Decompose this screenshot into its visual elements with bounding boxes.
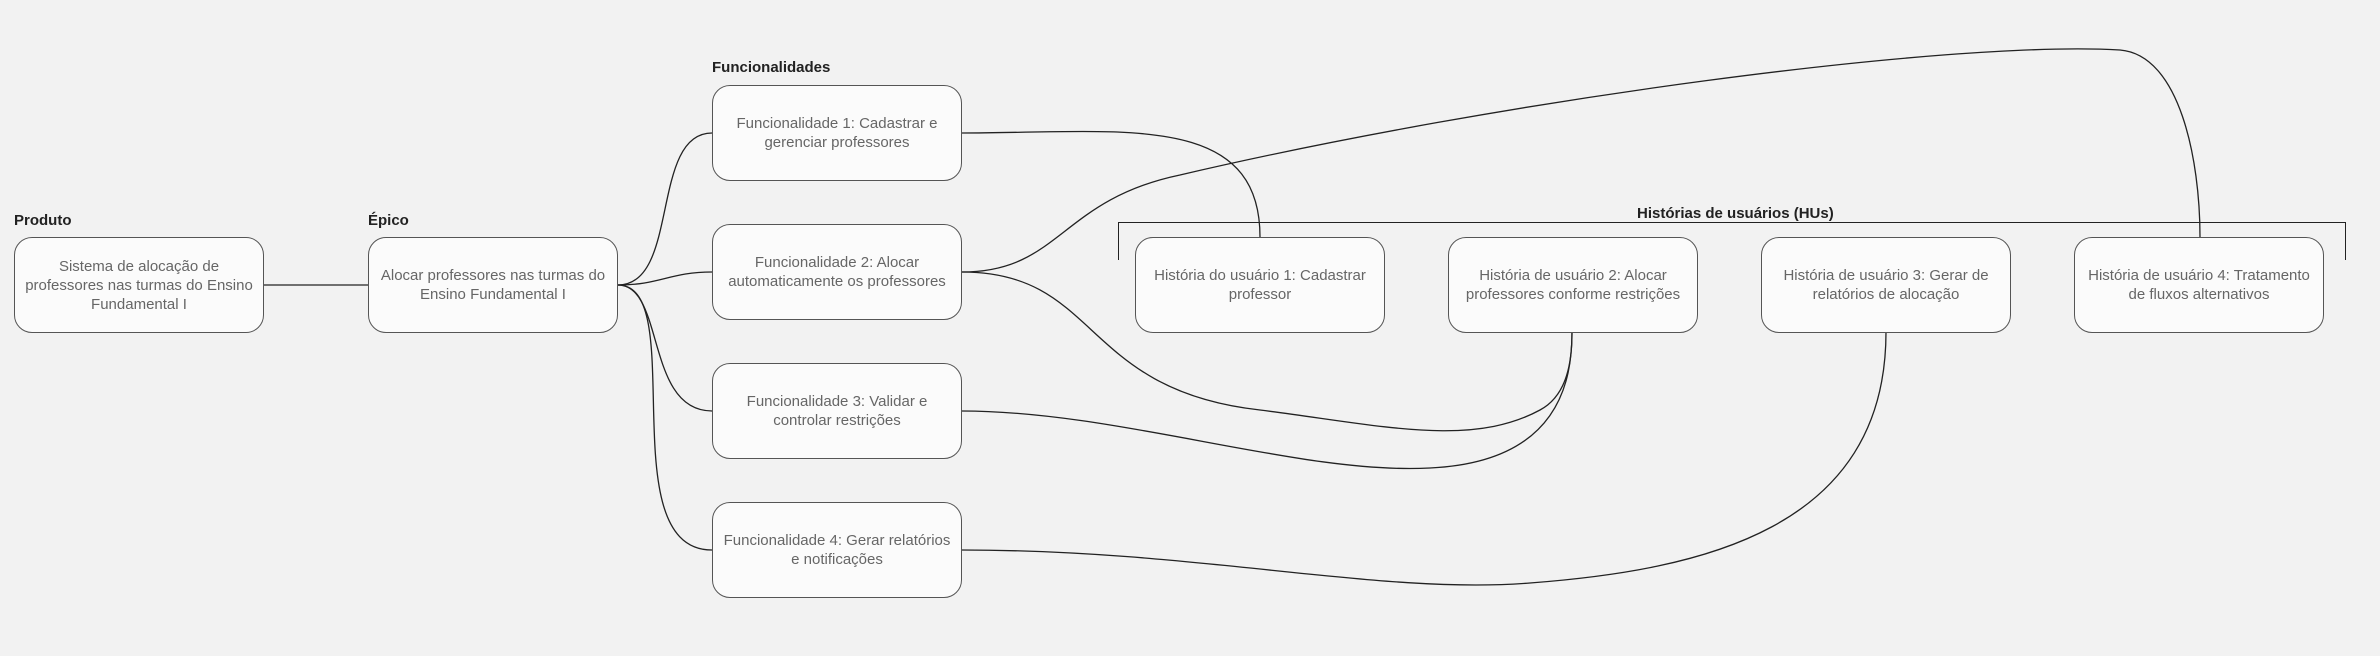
edge-f2-hu4 <box>961 48 2201 273</box>
node-historia-2[interactable]: História de usuário 2: Alocar professore… <box>1448 237 1698 333</box>
node-funcionalidade-3[interactable]: Funcionalidade 3: Validar e controlar re… <box>712 363 962 459</box>
edge-f2-hu2 <box>961 271 1573 432</box>
node-funcionalidade-1[interactable]: Funcionalidade 1: Cadastrar e gerenciar … <box>712 85 962 181</box>
section-label-epico: Épico <box>368 212 409 229</box>
edge-epico-f2 <box>617 271 713 286</box>
section-label-funcionalidades: Funcionalidades <box>712 59 831 76</box>
node-epico[interactable]: Alocar professores nas turmas do Ensino … <box>368 237 618 333</box>
edge-f1-hu1 <box>961 130 1261 238</box>
section-label-historias: Histórias de usuários (HUs) <box>1637 205 1834 222</box>
node-produto[interactable]: Sistema de alocação de professores nas t… <box>14 237 264 333</box>
node-funcionalidade-2[interactable]: Funcionalidade 2: Alocar automaticamente… <box>712 224 962 320</box>
node-funcionalidade-4[interactable]: Funcionalidade 4: Gerar relatórios e not… <box>712 502 962 598</box>
node-historia-1[interactable]: História do usuário 1: Cadastrar profess… <box>1135 237 1385 333</box>
historias-bracket <box>1118 222 2346 260</box>
node-historia-3[interactable]: História de usuário 3: Gerar de relatóri… <box>1761 237 2011 333</box>
edge-f4-hu3 <box>961 331 1887 586</box>
edge-f3-hu2 <box>961 331 1573 470</box>
node-historia-4[interactable]: História de usuário 4: Tratamento de flu… <box>2074 237 2324 333</box>
edge-epico-f4 <box>617 284 713 551</box>
section-label-produto: Produto <box>14 212 72 229</box>
edge-epico-f3 <box>617 284 713 412</box>
edge-epico-f1 <box>617 132 713 286</box>
